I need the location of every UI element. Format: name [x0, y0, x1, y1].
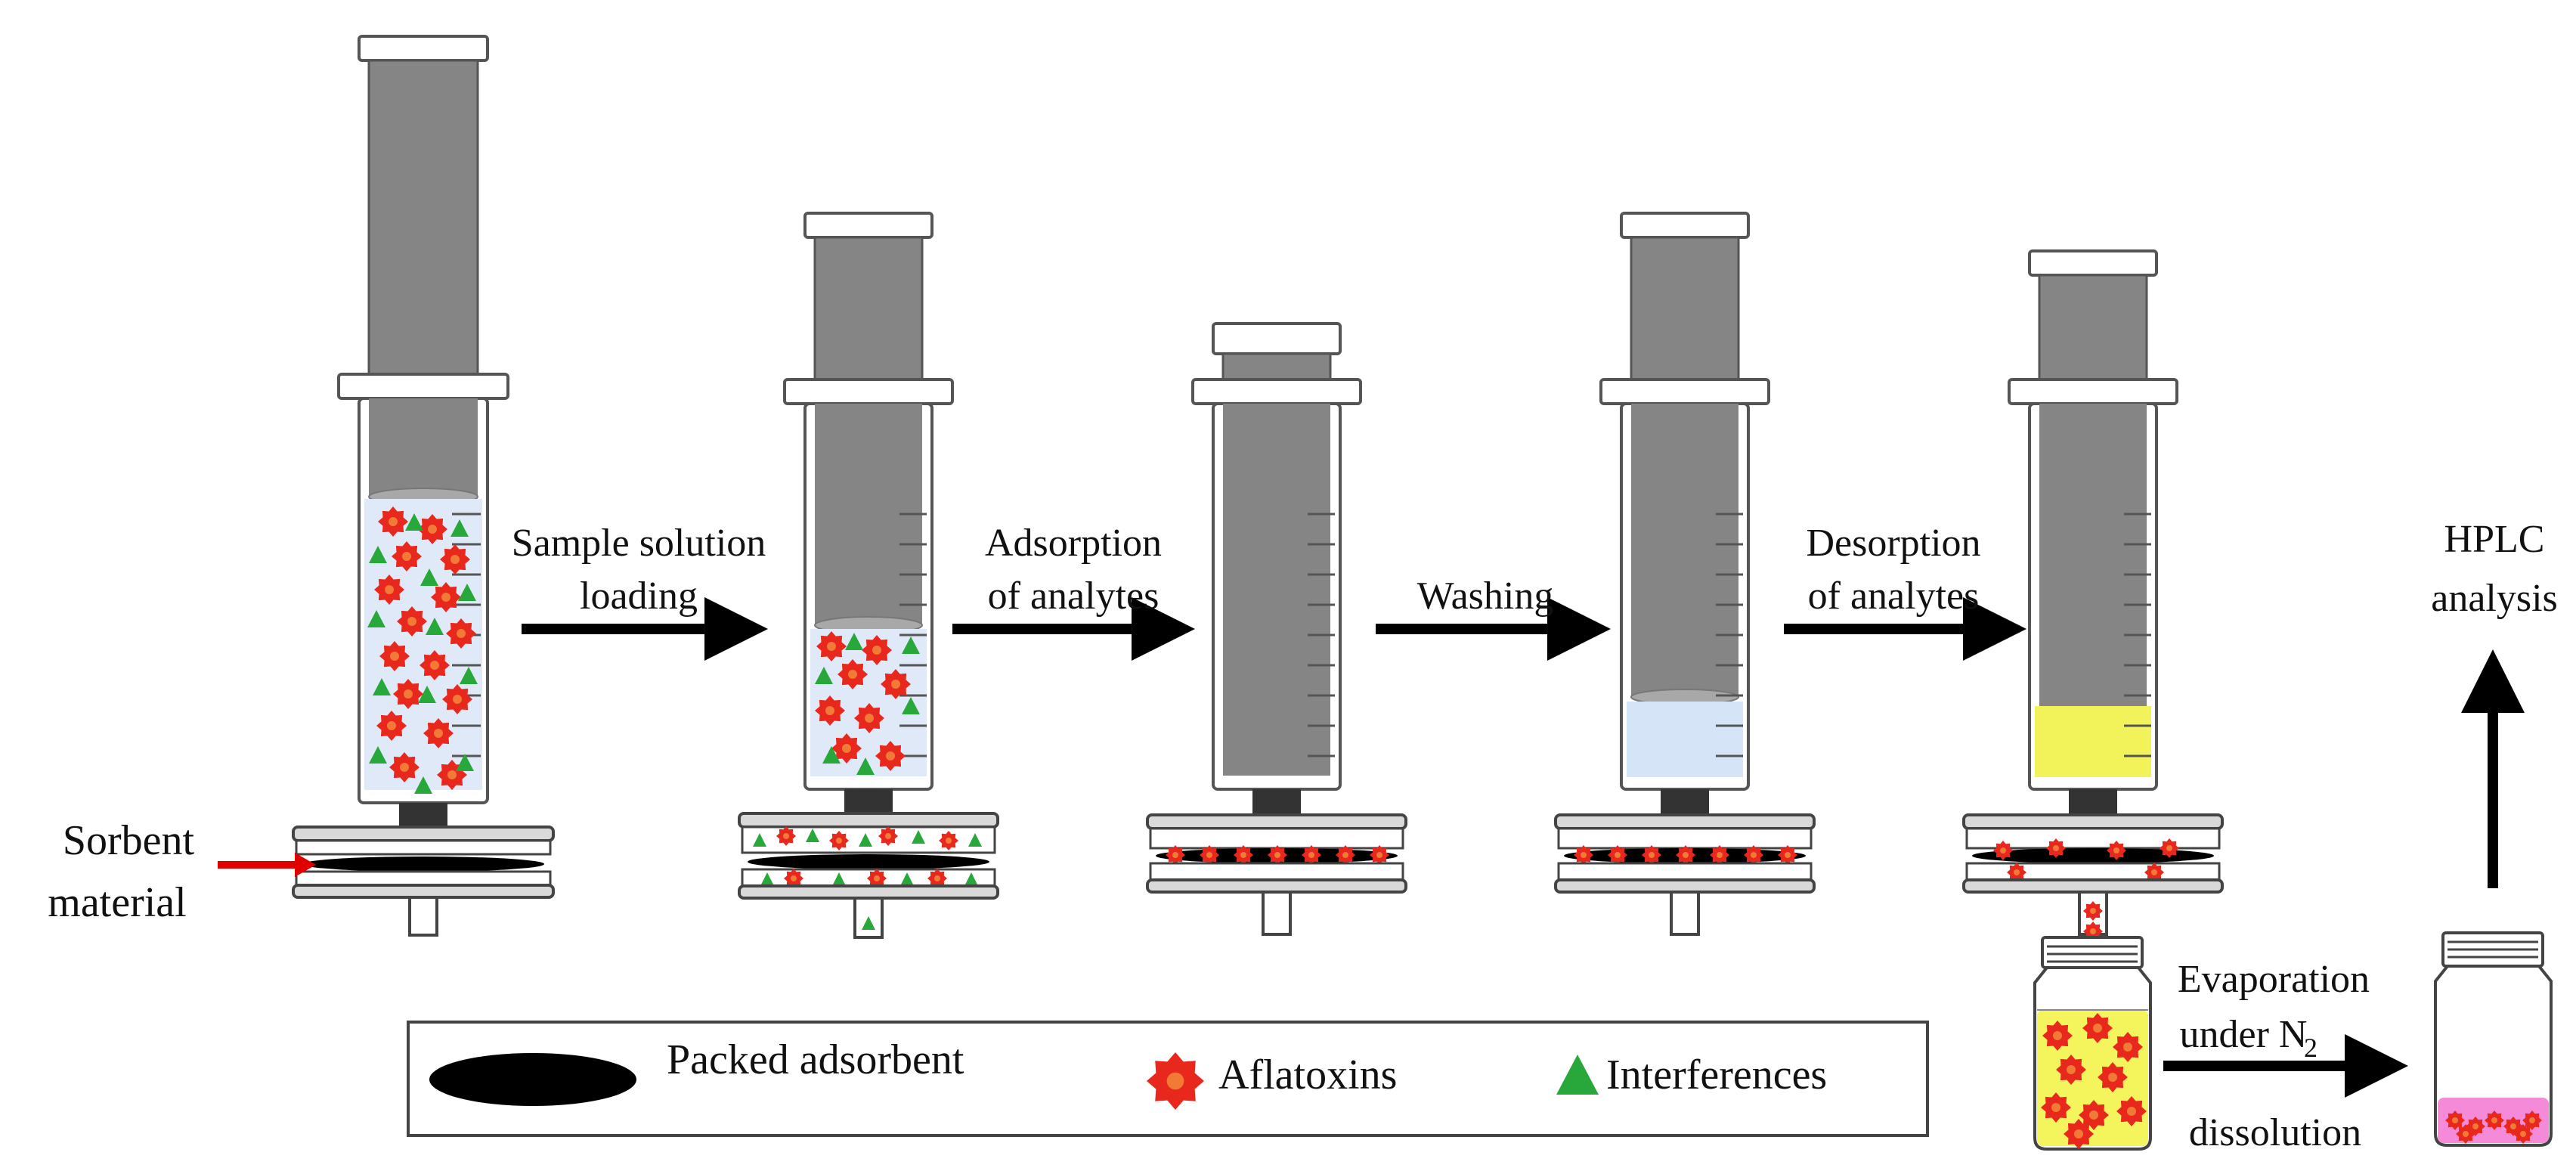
process-arrows [522, 597, 2525, 1098]
label-desorption-1: Desorption [1806, 522, 1980, 565]
sorbent-disc [302, 856, 544, 872]
syringe-3 [1146, 322, 1407, 936]
syringe-1 [292, 35, 555, 937]
label-sample-loading-2: loading [580, 575, 698, 618]
eluent [2035, 706, 2151, 777]
star-burst-icon [1147, 1052, 1204, 1110]
label-sorbent-2: material [48, 879, 186, 926]
label-adsorption-2: of analytes [988, 575, 1160, 618]
syringe-5 [1962, 249, 2224, 941]
label-evaporation-2: under N [2180, 1013, 2308, 1056]
red-pointer-arrow [218, 853, 316, 877]
legend: Packed adsorbent Aflatoxins Interference… [407, 1021, 1929, 1137]
label-hplc-1: HPLC [2444, 518, 2545, 561]
legend-packed-label: Packed adsorbent [667, 1036, 964, 1083]
label-hplc-2: analysis [2431, 577, 2558, 620]
legend-aflatoxins-label: Aflatoxins [1218, 1052, 1397, 1098]
vial-eluate [2033, 936, 2152, 1151]
wash-solution [1627, 702, 1743, 777]
label-sample-loading-1: Sample solution [512, 522, 766, 565]
label-adsorption-1: Adsorption [985, 522, 1162, 565]
vial-redissolved [2434, 931, 2553, 1147]
label-sorbent-1: Sorbent [63, 817, 195, 864]
label-evaporation-subscript: 2 [2304, 1033, 2317, 1063]
syringe-4 [1554, 212, 1816, 936]
label-evaporation-1: Evaporation [2178, 958, 2370, 1001]
syringe-2 [738, 212, 999, 939]
ellipse-icon [429, 1053, 636, 1106]
label-washing: Washing [1417, 575, 1554, 618]
triangle-icon [1556, 1055, 1599, 1095]
label-desorption-2: of analytes [1808, 575, 1980, 618]
label-dissolution: dissolution [2189, 1111, 2361, 1154]
legend-interferences-label: Interferences [1606, 1052, 1827, 1098]
